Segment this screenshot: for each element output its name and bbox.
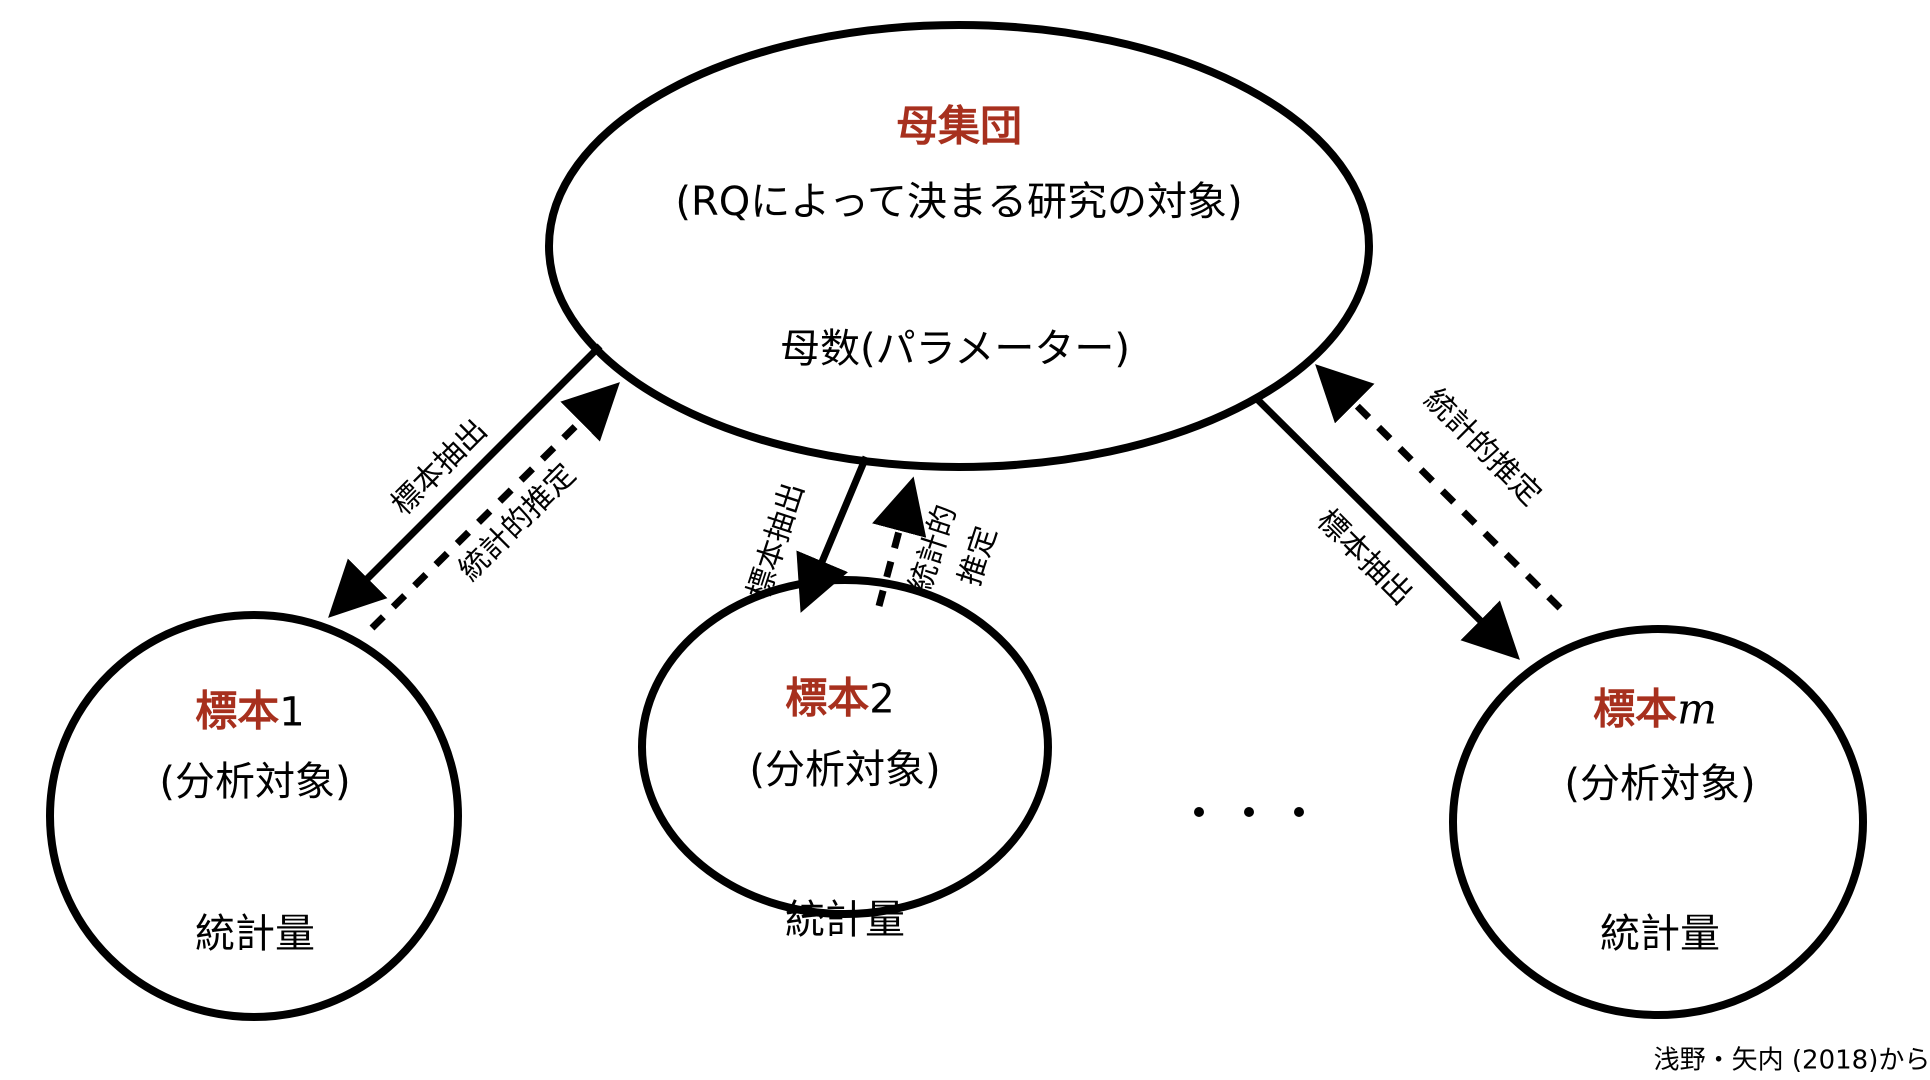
ellipsis: ・・・ [1189, 802, 1309, 826]
population-parameter: 母数(パラメーター) [779, 326, 1131, 372]
sample-2-title: 標本 [785, 673, 870, 723]
sample-1-title: 標本 [195, 686, 280, 736]
source-note: 浅野・矢内 (2018)から [1653, 1045, 1930, 1076]
population-ellipse [545, 21, 1373, 471]
population-subtitle: (RQによって決まる研究の対象) [675, 179, 1243, 225]
sample-m-statistic: 統計量 [1600, 911, 1720, 957]
sample-m-index: m [1677, 684, 1717, 734]
sample-2-index: 2 [869, 676, 895, 723]
sampling-arrow-1 [328, 343, 603, 618]
population-title: 母集団 [895, 101, 1023, 151]
sample-1-index: 1 [279, 689, 305, 736]
sample-1-heading: 標本1 [195, 678, 304, 739]
sample-1-circle [46, 611, 462, 1021]
sample-m-subtitle: (分析対象) [1564, 761, 1756, 807]
sample-m-title: 標本 [1593, 684, 1678, 734]
inference-arrow-1 [369, 382, 620, 631]
sample-2-statistic: 統計量 [785, 897, 905, 943]
sampling-arrow-m [1253, 395, 1520, 660]
sample-m-circle [1449, 625, 1867, 1019]
sample-m-heading: 標本m [1593, 676, 1717, 737]
sample-2-heading: 標本2 [785, 665, 894, 726]
inference-arrow-2 [872, 476, 927, 607]
inference-arrow-m [1315, 364, 1563, 611]
sample-1-subtitle: (分析対象) [159, 759, 351, 805]
ellipsis-dots [1194, 807, 1304, 817]
sampling-arrow-2 [796, 455, 870, 613]
sample-2-subtitle: (分析対象) [749, 747, 941, 793]
sample-1-statistic: 統計量 [195, 911, 315, 957]
